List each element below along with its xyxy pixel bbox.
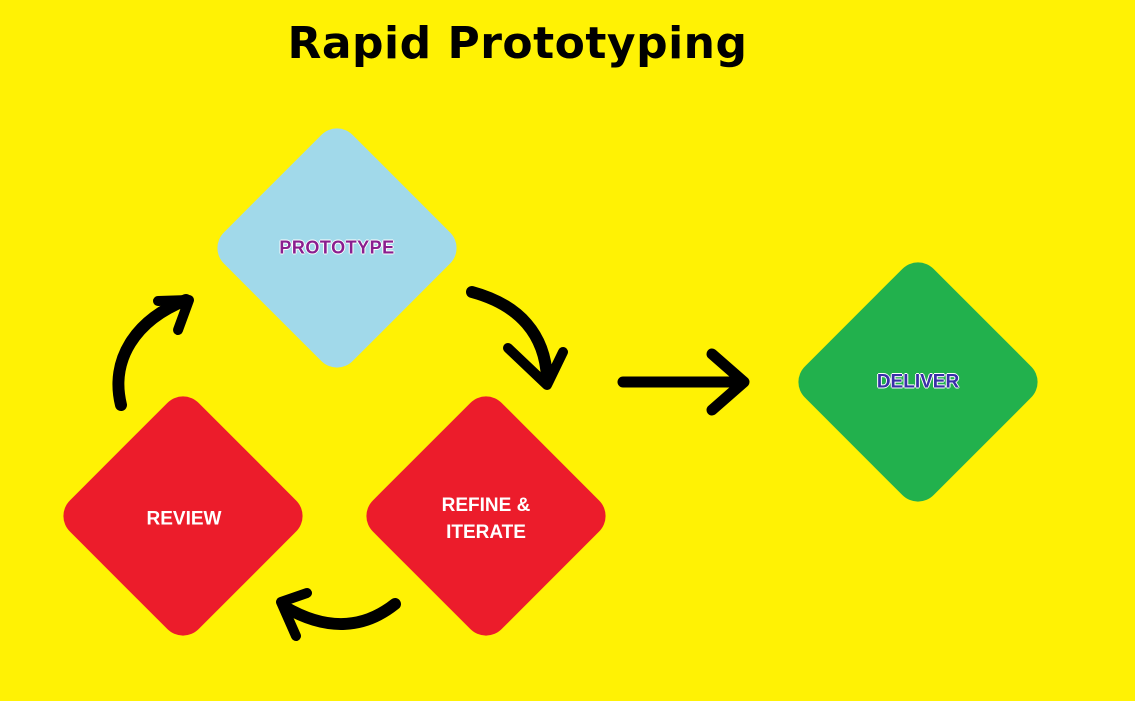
- arrow-review-to-prototype: [112, 294, 194, 411]
- arrow-refine-to-review: [276, 588, 401, 641]
- prototype-label: PROTOTYPE: [279, 237, 395, 258]
- review-label: REVIEW: [146, 508, 222, 530]
- refine-iterate-label: REFINE & ITERATE: [441, 495, 531, 543]
- page-title: Rapid Prototyping: [287, 18, 748, 69]
- arrow-prototype-to-refine: [466, 286, 568, 390]
- arrow-refine-to-deliver: [617, 348, 750, 416]
- deliver-label: DELIVER: [876, 371, 960, 393]
